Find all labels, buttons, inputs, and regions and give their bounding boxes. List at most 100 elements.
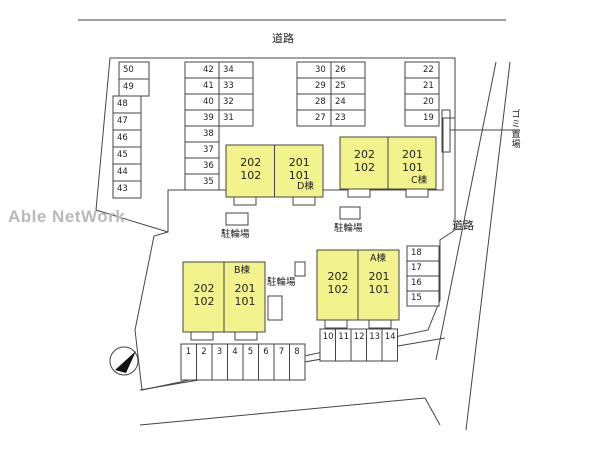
building-c xyxy=(339,136,437,198)
parking-number-48: 48 xyxy=(117,99,128,109)
building-b xyxy=(182,261,266,341)
garbage-area-label: ゴミ置場 xyxy=(511,110,521,150)
unit-d-202: 202 xyxy=(240,156,262,169)
parking-number-35: 35 xyxy=(203,176,214,187)
road-edge-bottom-2 xyxy=(139,397,426,426)
parking-number-43: 43 xyxy=(117,184,128,194)
bicycle-parking-label-center: 駐輪場 xyxy=(267,277,296,288)
site-boundary xyxy=(110,57,456,391)
building-a-left-unit xyxy=(316,249,359,321)
unit-d-101: 101 xyxy=(288,169,310,182)
building-c-porch-left xyxy=(347,188,371,198)
parking-space-23 xyxy=(330,109,366,127)
parking-space-40 xyxy=(184,93,220,111)
building-c-left-unit xyxy=(339,136,389,190)
parking-number-32: 32 xyxy=(223,96,234,107)
building-a-porch-left xyxy=(324,319,348,329)
unit-c-202: 202 xyxy=(354,148,375,161)
unit-a-101: 101 xyxy=(368,283,390,296)
building-d-porch-left xyxy=(233,196,257,206)
parking-number-40: 40 xyxy=(203,96,214,107)
parking-number-17: 17 xyxy=(411,263,422,273)
parking-number-3: 3 xyxy=(216,347,223,357)
parking-number-28: 28 xyxy=(315,96,326,107)
parking-space-39 xyxy=(184,109,220,127)
unit-d-201: 201 xyxy=(288,156,310,169)
building-a-right-unit xyxy=(357,249,400,321)
site-boundary-left-lower xyxy=(95,209,169,233)
unit-b-102: 102 xyxy=(193,295,215,308)
bicycle-parking-d-box xyxy=(225,212,249,226)
building-d-right-unit xyxy=(274,144,324,198)
parking-space-8 xyxy=(289,343,306,381)
parking-number-21: 21 xyxy=(423,80,434,91)
parking-space-15 xyxy=(406,290,440,307)
parking-number-26: 26 xyxy=(335,64,346,75)
parking-number-46: 46 xyxy=(117,133,128,143)
parking-number-11: 11 xyxy=(338,332,350,342)
parking-number-30: 30 xyxy=(315,64,326,75)
parking-number-7: 7 xyxy=(278,347,285,357)
parking-number-50: 50 xyxy=(123,65,134,75)
unit-a-102: 102 xyxy=(327,283,349,296)
building-d-porch-right xyxy=(292,196,316,206)
parking-number-16: 16 xyxy=(411,278,422,288)
parking-space-22 xyxy=(404,61,440,79)
building-c-porch-right xyxy=(405,188,429,198)
parking-space-20 xyxy=(404,93,440,111)
parking-number-36: 36 xyxy=(203,160,214,171)
parking-number-14: 14 xyxy=(384,332,396,342)
parking-number-41: 41 xyxy=(203,80,214,91)
parking-space-28 xyxy=(296,93,332,111)
parking-number-2: 2 xyxy=(201,347,207,357)
parking-number-24: 24 xyxy=(335,96,346,107)
parking-number-22: 22 xyxy=(423,64,434,75)
building-a xyxy=(316,249,400,329)
parking-space-35 xyxy=(184,173,220,191)
parking-number-20: 20 xyxy=(423,96,434,107)
building-a-porch-right xyxy=(368,319,392,329)
unit-b-201: 201 xyxy=(234,282,256,295)
building-b-name: B棟 xyxy=(234,265,251,276)
parking-number-13: 13 xyxy=(369,332,381,342)
building-d-left-unit xyxy=(225,144,275,198)
road-edge-bottom-3 xyxy=(424,397,441,426)
north-arrow-icon xyxy=(109,346,139,376)
parking-space-19 xyxy=(404,109,440,127)
parking-space-29 xyxy=(296,77,332,95)
bicycle-parking-center-box-2 xyxy=(267,295,283,321)
parking-number-10: 10 xyxy=(322,332,334,342)
parking-number-12: 12 xyxy=(353,332,365,342)
parking-space-27 xyxy=(296,109,332,127)
watermark: Able NetWork xyxy=(8,207,126,226)
building-c-right-unit xyxy=(387,136,437,190)
building-c-name: C棟 xyxy=(411,175,428,186)
site-boundary-left xyxy=(95,57,111,211)
building-b-porch-right xyxy=(234,331,258,341)
parking-number-37: 37 xyxy=(203,144,214,155)
road-label-right: 道路 xyxy=(452,219,474,232)
unit-a-201: 201 xyxy=(368,270,390,283)
unit-b-202: 202 xyxy=(193,282,215,295)
parking-number-4: 4 xyxy=(232,347,238,357)
unit-b-101: 101 xyxy=(234,295,256,308)
parking-space-37 xyxy=(184,141,220,159)
parking-space-14 xyxy=(381,328,398,362)
road-edge-right-2 xyxy=(465,61,511,431)
parking-number-6: 6 xyxy=(263,347,269,357)
unit-c-201: 201 xyxy=(402,148,423,161)
building-a-name: A棟 xyxy=(370,253,386,264)
parking-number-19: 19 xyxy=(423,112,434,123)
parking-number-33: 33 xyxy=(223,80,234,91)
unit-c-102: 102 xyxy=(354,161,375,174)
parking-number-31: 31 xyxy=(223,112,234,123)
bicycle-parking-c-box xyxy=(339,206,361,220)
unit-d-102: 102 xyxy=(240,169,262,182)
parking-number-18: 18 xyxy=(411,248,422,258)
parking-number-8: 8 xyxy=(294,347,300,357)
parking-number-15: 15 xyxy=(411,293,422,303)
bicycle-parking-center-box-1 xyxy=(294,261,306,277)
parking-space-42 xyxy=(184,61,220,79)
